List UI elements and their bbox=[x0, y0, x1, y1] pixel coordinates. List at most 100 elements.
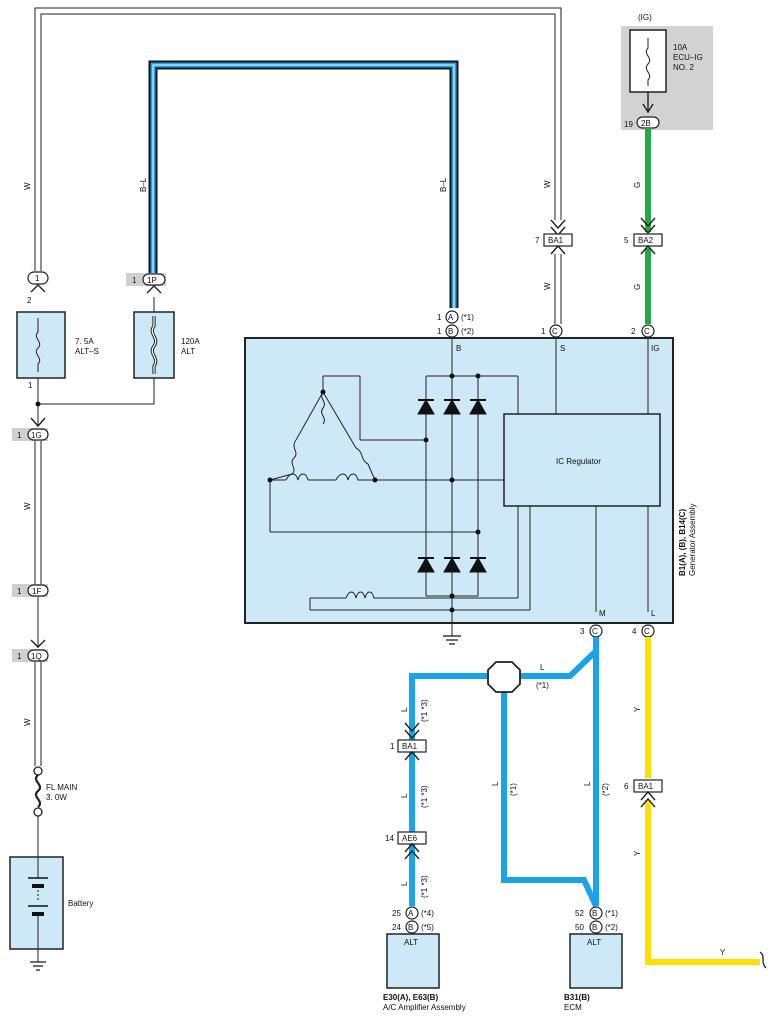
fl-main-rating: 3. 0W bbox=[46, 793, 67, 802]
generator-junction-dots bbox=[423, 373, 481, 613]
gen-pin-b-a[interactable] bbox=[445, 310, 459, 324]
ac-pin-24[interactable] bbox=[405, 920, 419, 934]
ac-amplifier-name: A/C Amplifier Assembly bbox=[383, 1003, 466, 1012]
fl-main-top-terminal bbox=[33, 766, 43, 776]
connector-1G[interactable] bbox=[27, 428, 49, 441]
fl-main-fusible-link-icon[interactable] bbox=[34, 774, 42, 808]
gen-pin-ig-label: C bbox=[644, 327, 650, 336]
connector-ba1-y-pin: 6 bbox=[624, 782, 629, 791]
connector-ba2-pin: 5 bbox=[624, 236, 629, 245]
wire-label-l-left-2-note: (*1 *3) bbox=[420, 785, 429, 808]
connector-1P-label: 1P bbox=[147, 276, 157, 285]
ecm-pin-50-num: 50 bbox=[575, 923, 584, 932]
ic-regulator[interactable] bbox=[503, 413, 661, 507]
connector-1F-pin: 1 bbox=[17, 587, 22, 596]
gen-pin-b-a-note: (*1) bbox=[461, 313, 474, 322]
alt-fuse-group: 1P 1 120A ALT bbox=[126, 273, 200, 379]
ecm-pin-50-conn: B bbox=[592, 923, 597, 932]
fl-main-name: FL MAIN bbox=[46, 783, 77, 792]
gen-pin-b-a-label: A bbox=[448, 313, 454, 322]
wire-label-l-right-note: (*2) bbox=[601, 783, 610, 796]
ac-pin-25-conn: A bbox=[408, 909, 414, 918]
gen-pin-b-a-num: 1 bbox=[437, 313, 442, 322]
wire-label-l-top-note: (*1) bbox=[536, 681, 549, 690]
connector-1-top-label: 1 bbox=[35, 274, 40, 283]
diode-icon bbox=[417, 398, 435, 415]
connector-ba1-s-label: BA1 bbox=[548, 236, 564, 245]
ac-amplifier-body[interactable] bbox=[386, 933, 440, 989]
wire-label-y-top: Y bbox=[633, 706, 642, 712]
gen-pin-s-num: 1 bbox=[541, 327, 546, 336]
gen-pin-m-label: C bbox=[592, 627, 598, 636]
wire-label-l-left-2: L bbox=[400, 793, 409, 798]
battery-label: Battery bbox=[68, 899, 93, 908]
wire-label-bl-right: B–L bbox=[439, 177, 448, 192]
connector-1Q-arrow-icon bbox=[30, 639, 46, 648]
gen-pin-ig-num: 2 bbox=[631, 327, 636, 336]
connector-1F[interactable] bbox=[27, 584, 49, 597]
ac-amplifier-group: 25 A (*4) 24 B (*5) ALT E30(A), E63(B) A… bbox=[383, 906, 466, 1012]
ecu-ig-fuse-rating: 10A bbox=[673, 43, 688, 52]
generator-assembly: 1 A (*1) 1 B (*2) 1 C 2 C B S IG M L bbox=[244, 310, 697, 645]
connector-1Q[interactable] bbox=[27, 649, 49, 662]
ig-fuse-group: (IG) 10A ECU–IG NO. 2 19 2B bbox=[621, 13, 713, 130]
ecm-pin-50[interactable] bbox=[589, 920, 603, 934]
connector-ba1-left-label: BA1 bbox=[402, 742, 418, 751]
connector-ae6-label: AE6 bbox=[402, 834, 418, 843]
wire-label-bl-left: B–L bbox=[139, 177, 148, 192]
wire-label-l-left-1: L bbox=[400, 707, 409, 712]
connector-1P[interactable] bbox=[142, 273, 166, 286]
wire-label-w-left-top: W bbox=[23, 182, 32, 190]
ecm-pin-50-note: (*2) bbox=[605, 923, 618, 932]
ac-pin-25-num: 25 bbox=[392, 909, 401, 918]
connector-1-top[interactable] bbox=[27, 271, 49, 285]
ac-pin-24-conn: B bbox=[408, 923, 413, 932]
alt-s-fuse[interactable] bbox=[16, 311, 66, 379]
wire-label-l-left-1-note: (*1 *3) bbox=[420, 699, 429, 722]
fl-main-bottom-terminal bbox=[33, 807, 43, 817]
ecu-ig-fuse-element-icon bbox=[645, 38, 651, 86]
alt-s-fuse-element-icon bbox=[35, 318, 41, 372]
connector-1F-label: 1F bbox=[32, 587, 41, 596]
ac-amplifier-term: ALT bbox=[404, 938, 418, 947]
wire-w-alt-s-sense: W W BA1 7 W bbox=[23, 7, 573, 324]
wire-label-l-top: L bbox=[540, 663, 545, 672]
diode-icon bbox=[443, 398, 461, 415]
battery[interactable] bbox=[9, 856, 64, 950]
gen-pin-b-b-num: 1 bbox=[437, 327, 442, 336]
gen-pin-m-num: 3 bbox=[580, 627, 585, 636]
wire-label-g-bottom: G bbox=[633, 284, 642, 290]
splice-point-icon bbox=[487, 661, 521, 693]
wire-bl-main: B–L B–L bbox=[139, 60, 459, 308]
wire-label-w-left-mid: W bbox=[23, 502, 32, 510]
generator-id: B1(A), (B), B14(C) bbox=[678, 509, 687, 576]
connector-ba1-y-label: BA1 bbox=[638, 782, 654, 791]
ecm-pin-52[interactable] bbox=[589, 906, 603, 920]
connector-1Q-pin: 1 bbox=[17, 652, 22, 661]
ecm-term: ALT bbox=[587, 938, 601, 947]
alt-s-fuse-column: 1 2 7. 5A ALT–S 1 1G 1 W 1F 1 1Q 1 W FL … bbox=[12, 271, 155, 857]
gen-term-s: S bbox=[560, 344, 565, 353]
alt-fuse-name: ALT bbox=[181, 347, 195, 356]
ac-pin-25[interactable] bbox=[405, 906, 419, 920]
ecm-body[interactable] bbox=[569, 933, 623, 989]
ecm-id: B31(B) bbox=[564, 993, 590, 1002]
splice-left bbox=[35, 401, 41, 407]
diode-icon bbox=[443, 556, 461, 573]
gen-term-ig: IG bbox=[651, 344, 659, 353]
battery-ground-icon bbox=[30, 961, 46, 971]
connector-ba1-left-pin: 1 bbox=[390, 742, 395, 751]
diode-lower-row bbox=[417, 556, 487, 573]
connector-1P-pin: 1 bbox=[132, 276, 137, 285]
ac-pin-24-num: 24 bbox=[392, 923, 401, 932]
wire-g-ig: BA2 5 G G bbox=[624, 128, 663, 324]
ecu-ig-fuse-name: ECU–IG bbox=[673, 53, 703, 62]
wire-label-w-left-low: W bbox=[23, 718, 32, 726]
ecm-pin-52-note: (*1) bbox=[605, 909, 618, 918]
alt-fuse-rating: 120A bbox=[181, 337, 200, 346]
ac-amplifier-id: E30(A), E63(B) bbox=[383, 993, 438, 1002]
generator-ground-icon bbox=[443, 622, 461, 645]
connector-1-top-arrow-icon bbox=[30, 284, 46, 293]
wire-y-charge-lamp: Y BA1 6 Y Y bbox=[624, 637, 767, 969]
